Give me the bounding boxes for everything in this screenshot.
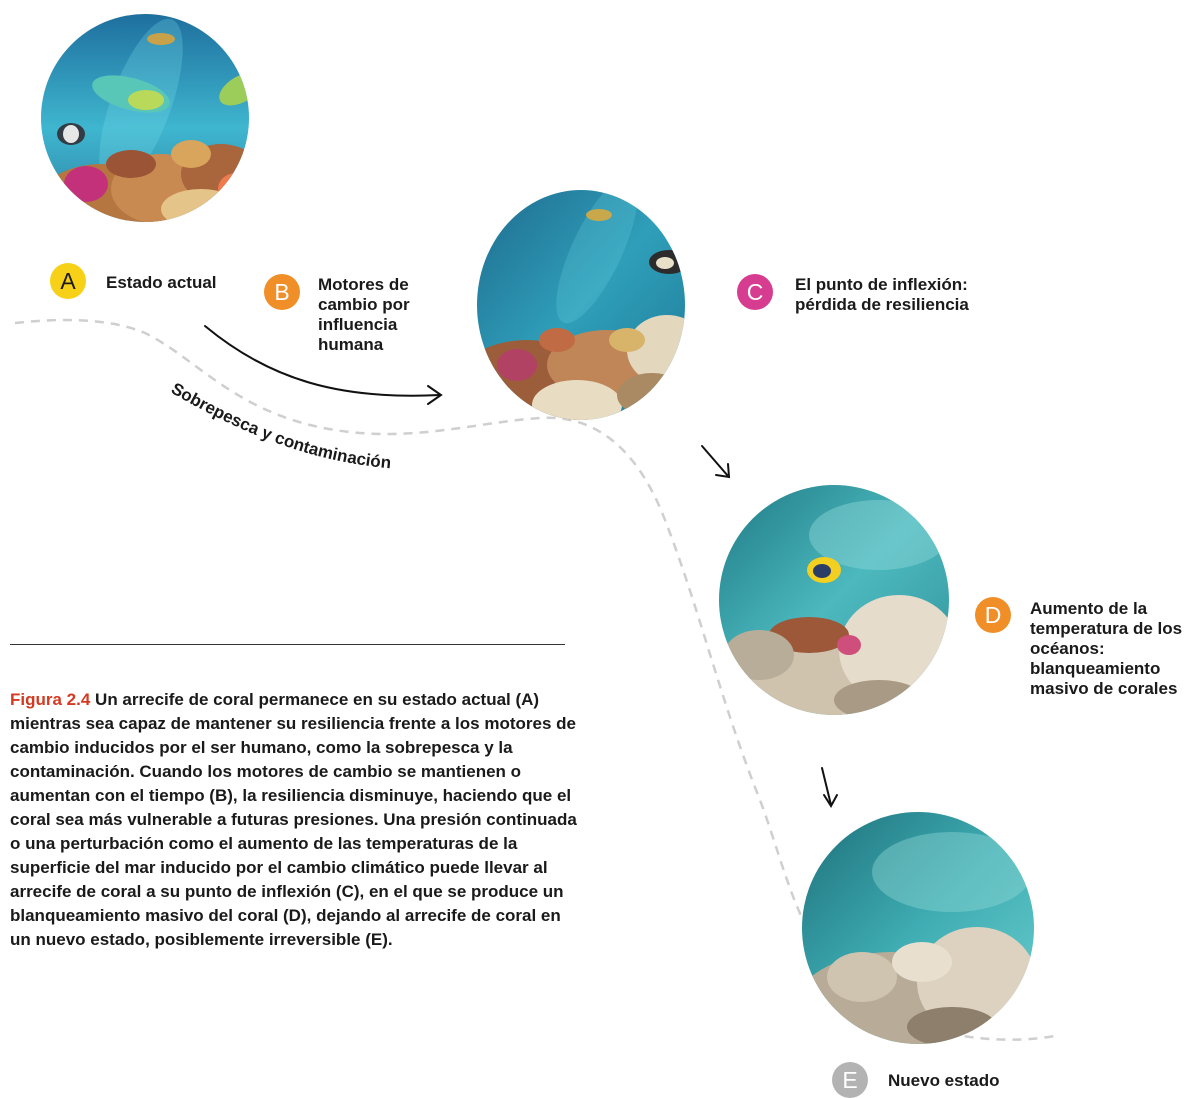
label-b: Motores de cambio por influencia humana xyxy=(318,275,410,354)
label-a: Estado actual xyxy=(106,273,217,292)
badge-c: C xyxy=(737,274,773,310)
figure-label: Figura 2.4 xyxy=(10,690,91,709)
arrow-d-to-e xyxy=(821,767,838,808)
label-c: El punto de inflexión: pérdida de resili… xyxy=(795,275,969,314)
reef-photo-a xyxy=(41,14,249,222)
resilience-curve xyxy=(14,318,1061,1041)
badge-e: E xyxy=(832,1062,868,1098)
arrow-b xyxy=(204,325,443,405)
caption-rule xyxy=(10,644,565,645)
curve-label: Sobrepesca y contaminación xyxy=(168,379,392,472)
caption-text: Un arrecife de coral permanece en su est… xyxy=(10,690,577,949)
badge-d: D xyxy=(975,597,1011,633)
label-d: Aumento de la temperatura de los océanos… xyxy=(1030,599,1183,698)
badge-a: A xyxy=(50,263,86,299)
badge-b: B xyxy=(264,274,300,310)
figure-caption: Figura 2.4 Un arrecife de coral permanec… xyxy=(10,688,580,952)
arrow-c-to-d xyxy=(701,445,731,479)
label-e: Nuevo estado xyxy=(888,1071,1000,1090)
